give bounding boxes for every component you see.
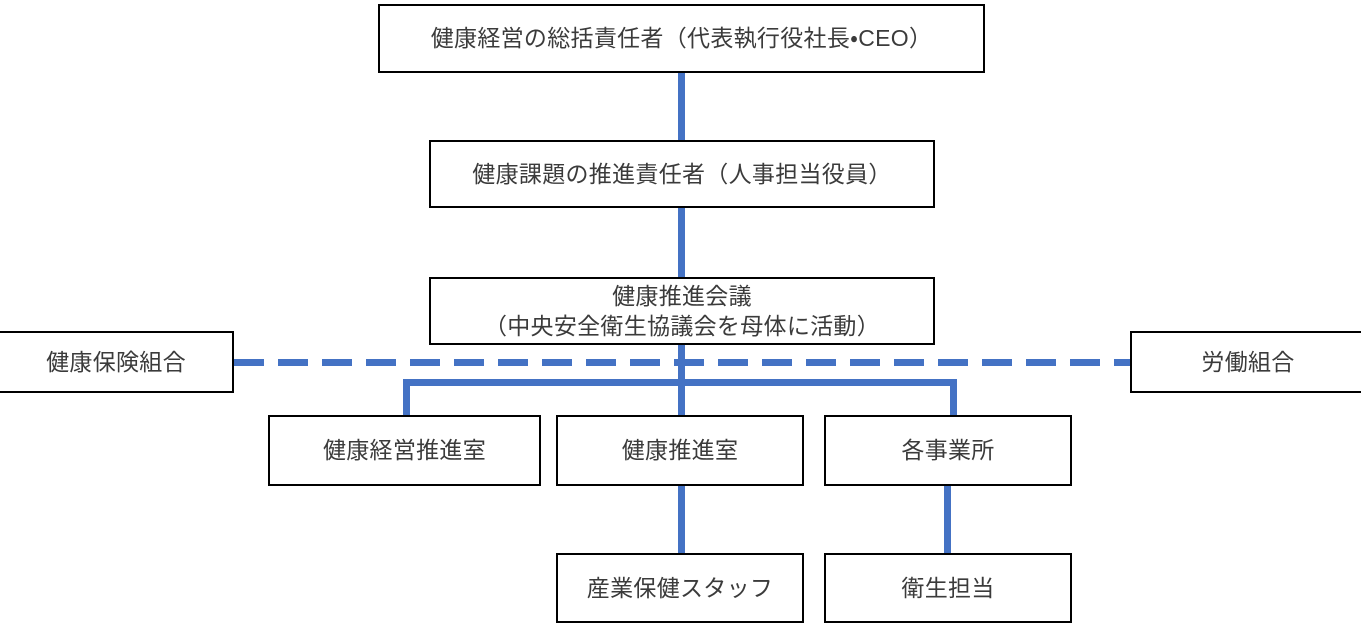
connector-business-sites-to-hygiene <box>944 484 951 555</box>
dashed-collaboration-line <box>234 359 1131 366</box>
node-business-sites[interactable]: 各事業所 <box>824 415 1072 486</box>
node-promotion-officer[interactable]: 健康課題の推進責任者（人事担当役員） <box>429 140 935 208</box>
node-health-insurance-union[interactable]: 健康保険組合 <box>0 331 234 393</box>
node-health-insurance-union-label: 健康保険組合 <box>46 348 186 375</box>
node-occupational-health-staff[interactable]: 産業保健スタッフ <box>556 553 804 623</box>
connector-chief-to-promotion-officer <box>678 73 685 142</box>
node-kenko-keiei-office[interactable]: 健康経営推進室 <box>268 415 541 486</box>
node-chief-officer[interactable]: 健康経営の総括責任者（代表執行役社長・CEO） <box>378 4 985 73</box>
node-promotion-officer-label: 健康課題の推進責任者（人事担当役員） <box>472 160 892 187</box>
connector-bus-to-kenko-suishin-office <box>678 379 685 416</box>
connector-kenko-suishin-to-occupational-staff <box>678 484 685 555</box>
node-labor-union[interactable]: 労働組合 <box>1130 331 1361 393</box>
node-kenko-keiei-office-label: 健康経営推進室 <box>322 437 487 464</box>
node-business-sites-label: 各事業所 <box>901 437 995 464</box>
connector-bus-to-business-sites <box>950 379 957 416</box>
node-labor-union-label: 労働組合 <box>1201 348 1295 375</box>
connector-bus-to-kenko-keiei-office <box>403 379 410 416</box>
connector-promotion-officer-to-council <box>678 208 685 279</box>
node-hygiene-officer-label: 衛生担当 <box>901 574 995 601</box>
node-hygiene-officer[interactable]: 衛生担当 <box>824 553 1072 623</box>
node-health-council-label: 健康推進会議 （中央安全衛生協議会を母体に活動） <box>483 282 881 339</box>
node-occupational-health-staff-label: 産業保健スタッフ <box>586 574 774 601</box>
node-chief-officer-label: 健康経営の総括責任者（代表執行役社長・CEO） <box>430 25 933 52</box>
node-health-council[interactable]: 健康推進会議 （中央安全衛生協議会を母体に活動） <box>429 277 935 345</box>
node-kenko-suishin-office[interactable]: 健康推進室 <box>556 415 804 486</box>
node-kenko-suishin-office-label: 健康推進室 <box>621 437 739 464</box>
